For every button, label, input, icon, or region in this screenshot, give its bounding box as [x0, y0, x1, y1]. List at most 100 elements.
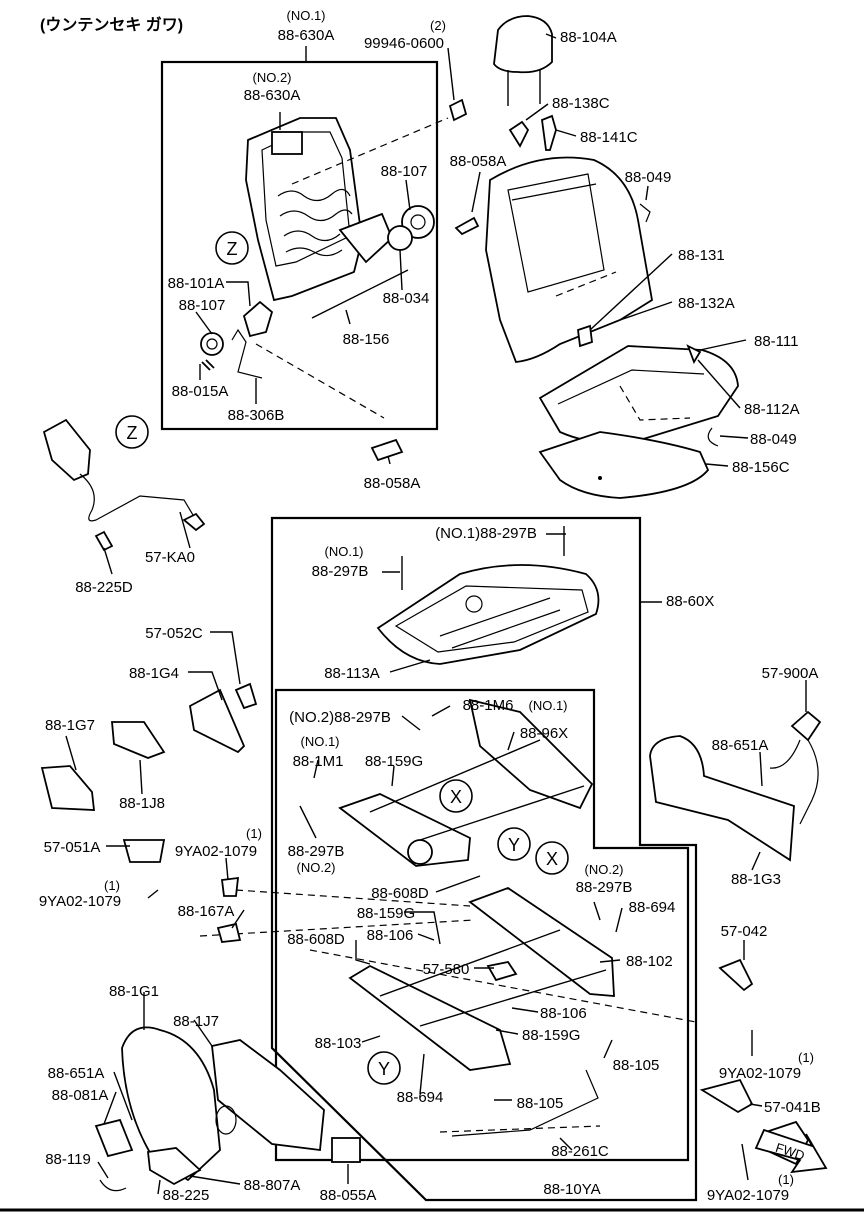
label-9ya02-d-qualifier: (1): [778, 1172, 794, 1187]
label-1g3: 88-1G3: [731, 871, 781, 888]
label-1g4: 88-1G4: [129, 665, 179, 682]
label-9ya02-a: 9YA02-1079: [175, 843, 257, 860]
label-051a: 57-051A: [44, 839, 101, 856]
seatback-frame-part: [245, 117, 363, 302]
part-labels: (ウンテンセキ ガワ) (NO.1) 88-630A (NO.2) 88-630…: [39, 8, 821, 1204]
cushion-pan-part: [376, 564, 600, 665]
label-9ya02-b: 9YA02-1079: [39, 893, 121, 910]
label-630a-no2-qualifier: (NO.2): [253, 70, 292, 85]
label-608d-a: 88-608D: [371, 885, 429, 902]
label-052c: 57-052C: [145, 625, 203, 642]
label-651a-r: 88-651A: [712, 737, 769, 754]
label-055a: 88-055A: [320, 1187, 377, 1204]
headrest-part: [493, 15, 553, 74]
label-141c: 88-141C: [580, 129, 638, 146]
side-cover-front-part: [189, 688, 246, 754]
label-1m1: 88-1M1: [293, 753, 344, 770]
adjuster-rail-upper: [338, 793, 471, 867]
label-99946: 99946-0600: [364, 35, 444, 52]
label-159g-b: 88-159G: [357, 905, 415, 922]
callout-y2-label: Y: [378, 1059, 390, 1079]
lumbar-knob-part: [42, 418, 91, 482]
label-630a-no1: 88-630A: [278, 27, 335, 44]
cushion-pan-assembly: [376, 526, 600, 665]
label-297b-no1-left: 88-297B: [312, 563, 369, 580]
callout-y1-circle: [497, 827, 531, 861]
group-frames: [0, 60, 864, 1212]
label-60x: 88-60X: [666, 593, 714, 610]
label-119: 88-119: [45, 1151, 91, 1168]
label-96x: 88-96X: [520, 725, 568, 742]
adjuster-rail-lower: [348, 964, 512, 1071]
callouts: Z Z X X Y Y FWD: [115, 231, 828, 1174]
label-113a: 88-113A: [324, 665, 380, 682]
label-630a-no2: 88-630A: [244, 87, 301, 104]
label-049-bot: 88-049: [750, 431, 797, 448]
callout-z2-label: Z: [127, 423, 138, 443]
label-1j8: 88-1J8: [119, 795, 165, 812]
label-1g1: 88-1G1: [109, 983, 159, 1000]
label-306b: 88-306B: [228, 407, 285, 424]
label-132a: 88-132A: [678, 295, 735, 312]
seat-cushion-group-box: [270, 516, 698, 1202]
label-156: 88-156: [343, 331, 390, 348]
callout-x2-circle: [535, 841, 569, 875]
label-159g-a: 88-159G: [365, 753, 423, 770]
label-1g7: 88-1G7: [45, 717, 95, 734]
label-107-b: 88-107: [179, 297, 226, 314]
label-111: 88-111: [754, 333, 798, 350]
label-159g-c: 88-159G: [522, 1027, 580, 1044]
label-297b-no1-top: (NO.1)88-297B: [435, 525, 537, 542]
label-225: 88-225: [163, 1187, 210, 1204]
label-297b-no1-left-qualifier: (NO.1): [325, 544, 364, 559]
seat-cushion-part: [538, 345, 739, 444]
callout-x1-circle: [439, 779, 473, 813]
lumbar-cable-assembly: [42, 418, 206, 552]
label-112a: 88-112A: [744, 401, 800, 418]
label-297b-no2-r-qualifier: (NO.2): [585, 862, 624, 877]
label-580: 57-580: [423, 961, 470, 978]
label-041b: 57-041B: [764, 1099, 821, 1116]
label-101a: 88-101A: [168, 275, 225, 292]
label-034: 88-034: [383, 290, 430, 307]
side-shield-inner-part: [211, 1039, 325, 1152]
label-1j7: 88-1J7: [173, 1013, 219, 1030]
label-9ya02-d: 9YA02-1079: [707, 1187, 789, 1204]
side-cover-r-part: [649, 735, 795, 862]
callout-x1-label: X: [450, 787, 462, 807]
callout-y1-label: Y: [508, 835, 520, 855]
label-9ya02-a-qualifier: (1): [246, 826, 262, 841]
seatback-frame-box: [160, 60, 439, 431]
left-side-parts: [40, 682, 361, 1192]
cushion-pad-part: [538, 431, 710, 499]
label-608d-b: 88-608D: [287, 931, 345, 948]
label-630a-no1-qualifier: (NO.1): [287, 8, 326, 23]
seatback-cover-part: [485, 156, 653, 363]
label-297b-b-qualifier: (NO.2): [297, 860, 336, 875]
label-058a-bot: 88-058A: [364, 475, 421, 492]
label-049-top: 88-049: [625, 169, 672, 186]
label-297b-no2: (NO.2)88-297B: [289, 709, 391, 726]
label-99946-qualifier: (2): [430, 18, 446, 33]
label-9ya02-b-qualifier: (1): [104, 878, 120, 893]
label-081a: 88-081A: [52, 1087, 109, 1104]
label-651a-l: 88-651A: [48, 1065, 105, 1082]
label-694-b: 88-694: [397, 1089, 444, 1106]
label-131: 88-131: [678, 247, 725, 264]
callout-z1-label: Z: [227, 239, 238, 259]
seat-belt-buckle-part: [790, 710, 822, 742]
leader-lines: [65, 33, 807, 1195]
label-1m6-qualifier: (NO.1): [529, 698, 568, 713]
label-106-a: 88-106: [367, 927, 414, 944]
label-900a: 57-900A: [762, 665, 819, 682]
label-103: 88-103: [315, 1035, 362, 1052]
fwd-arrow: [754, 1128, 828, 1174]
label-107-a: 88-107: [381, 163, 428, 180]
label-1m6: 88-1M6: [463, 697, 514, 714]
callout-y2-circle: [367, 1051, 401, 1085]
label-105-a: 88-105: [613, 1057, 660, 1074]
label-104a: 88-104A: [560, 29, 617, 46]
label-015a: 88-015A: [172, 383, 229, 400]
label-10ya: 88-10YA: [543, 1181, 600, 1198]
